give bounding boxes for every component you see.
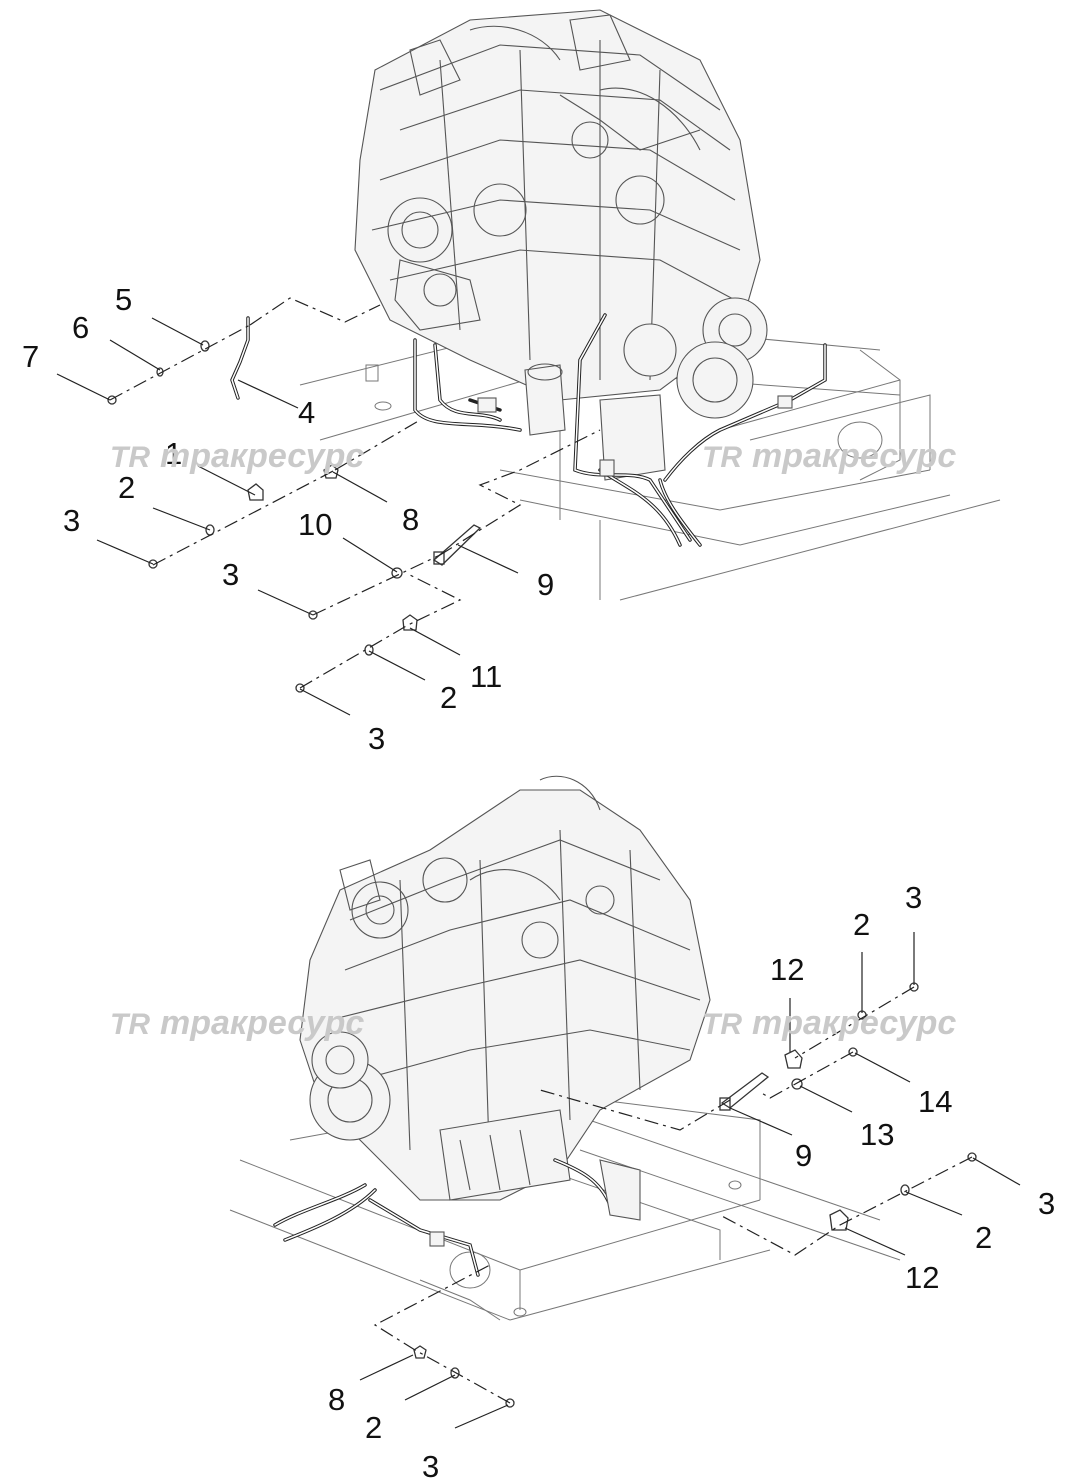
watermark-top-right: TR тракресурс <box>702 437 956 475</box>
svg-text:TR: TR <box>110 1008 150 1041</box>
svg-text:тракресурс: тракресурс <box>752 1004 956 1042</box>
callout-3: 3 <box>63 503 80 538</box>
top-engine <box>354 9 768 481</box>
top-callouts: 5 6 7 4 1 2 3 8 10 3 9 11 2 3 <box>22 282 554 756</box>
bottom-callouts: 3 2 12 14 13 9 3 2 12 8 2 3 <box>328 880 1055 1483</box>
callout-14: 14 <box>918 1084 952 1119</box>
svg-text:TR: TR <box>110 441 150 474</box>
svg-text:тракресурс: тракресурс <box>160 437 364 475</box>
svg-text:тракресурс: тракресурс <box>160 1004 364 1042</box>
callout-11: 11 <box>470 659 502 694</box>
callout-3: 3 <box>222 557 239 592</box>
bottom-leader-lines <box>359 932 1021 1429</box>
top-assembly: 5 6 7 4 1 2 3 8 10 3 9 11 2 3 <box>22 9 1001 756</box>
callout-3: 3 <box>1038 1186 1055 1221</box>
svg-text:TR: TR <box>702 1008 742 1041</box>
callout-2: 2 <box>118 470 135 505</box>
callout-2: 2 <box>975 1220 992 1255</box>
callout-2: 2 <box>440 680 457 715</box>
bottom-engine <box>299 775 711 1201</box>
callout-1: 1 <box>165 436 182 471</box>
top-parts <box>107 316 482 693</box>
callout-3: 3 <box>905 880 922 915</box>
callout-12: 12 <box>770 952 804 987</box>
callout-7: 7 <box>22 339 39 374</box>
watermark-bottom-right: TR тракресурс <box>702 1004 956 1042</box>
callout-12: 12 <box>905 1260 939 1295</box>
callout-2: 2 <box>853 907 870 942</box>
callout-13: 13 <box>860 1117 894 1152</box>
top-chassis-frame <box>299 319 1001 601</box>
bottom-assembly: 3 2 12 14 13 9 3 2 12 8 2 3 <box>229 775 1055 1483</box>
watermark-bottom-left: TR тракресурс <box>110 1004 364 1042</box>
callout-5: 5 <box>115 282 132 317</box>
svg-text:TR: TR <box>702 441 742 474</box>
callout-4: 4 <box>298 395 315 430</box>
top-harness <box>413 313 827 547</box>
svg-text:тракресурс: тракресурс <box>752 437 956 475</box>
callout-9: 9 <box>795 1138 812 1173</box>
callout-10: 10 <box>298 507 332 542</box>
watermark-top-left: TR тракресурс <box>110 437 364 475</box>
top-leader-lines <box>56 297 601 716</box>
callout-8: 8 <box>328 1382 345 1417</box>
callout-2: 2 <box>365 1410 382 1445</box>
callout-9: 9 <box>537 567 554 602</box>
callout-3: 3 <box>368 721 385 756</box>
callout-3: 3 <box>422 1449 439 1483</box>
bottom-harness <box>273 1158 641 1277</box>
callout-6: 6 <box>72 310 89 345</box>
callout-8: 8 <box>402 502 419 537</box>
